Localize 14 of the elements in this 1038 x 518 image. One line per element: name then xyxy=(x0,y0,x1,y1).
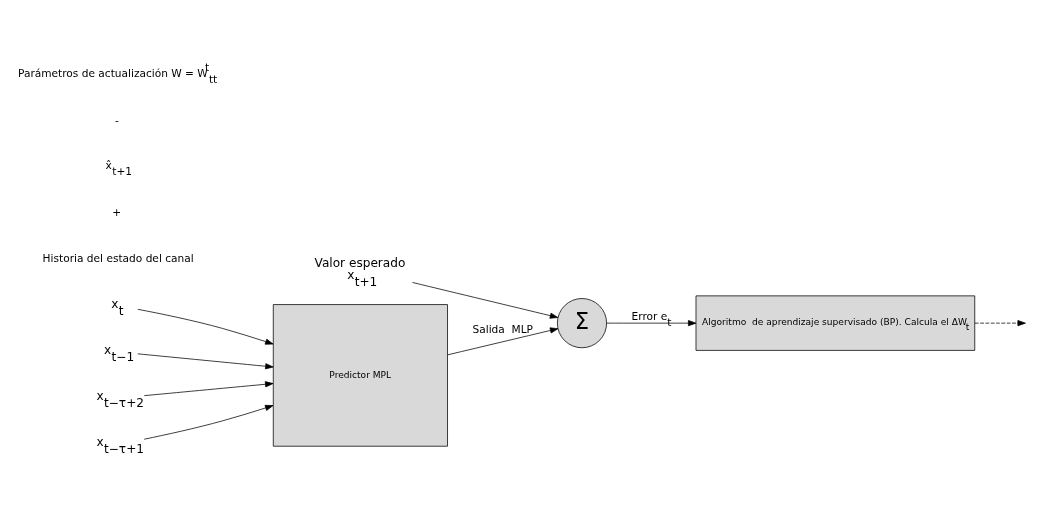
arrow xyxy=(137,308,274,345)
edge-label: Salida MLP xyxy=(472,322,534,335)
arrow xyxy=(974,319,1026,326)
arrow xyxy=(447,326,559,355)
label: Historia del estado del canal xyxy=(42,251,194,264)
label: + xyxy=(112,205,122,218)
arrow xyxy=(143,380,274,396)
arrow xyxy=(137,352,274,369)
arrow xyxy=(143,404,274,440)
node-circle: Σ xyxy=(557,297,607,348)
arrow xyxy=(606,319,697,326)
arrow xyxy=(412,281,559,319)
label: - xyxy=(114,113,119,126)
node-box: Predictor MPL xyxy=(272,303,448,447)
